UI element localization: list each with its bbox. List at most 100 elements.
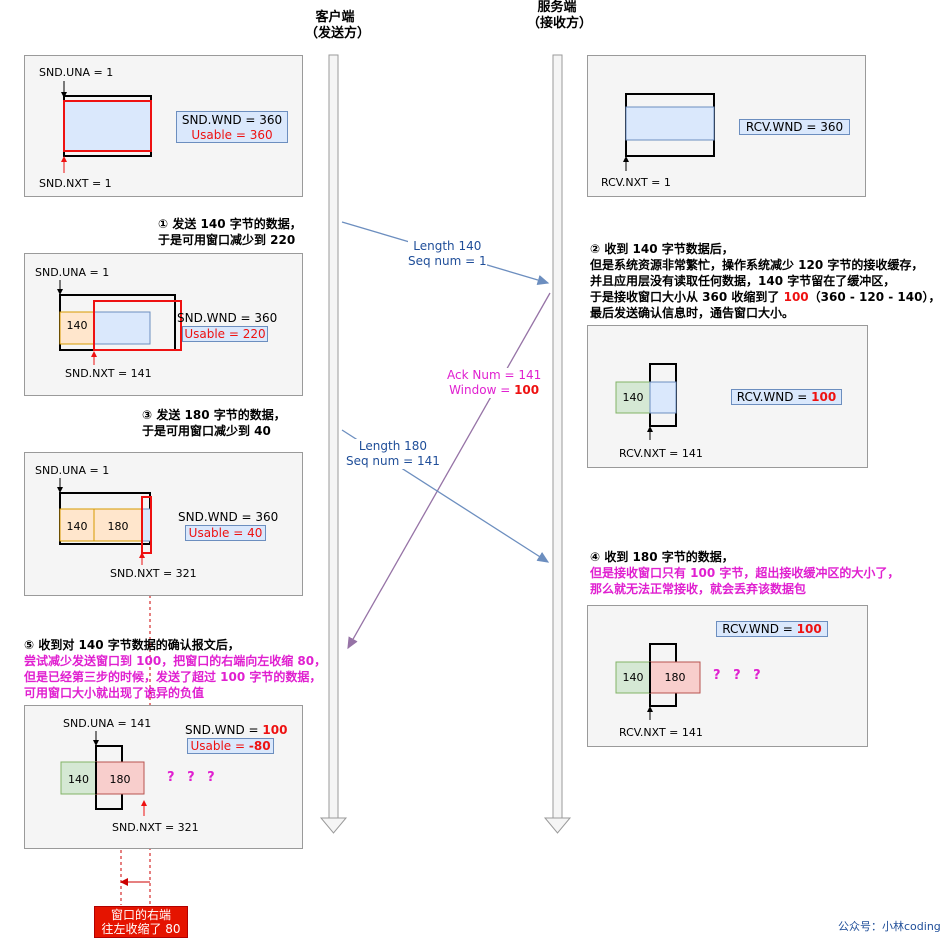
ack-window-line: Window = 100 [447,383,541,398]
step-2-line-2: 但是系统资源非常繁忙，操作系统减少 120 字节的接收缓存， [590,258,924,272]
snd-wnd-value: 100 [262,723,288,737]
client-header: 客户端 （发送方） [305,10,371,42]
message-2-length: Length 180 [358,439,428,453]
usable-prefix: Usable = [190,739,249,753]
segment-140: 140 [68,773,89,786]
usable-value: Usable = 40 [185,525,266,541]
client-timeline [319,54,348,834]
rcv-wnd-value: RCV.WND = 360 [739,119,850,135]
client-panel-1: SND.UNA = 1 SND.NXT = 1 SND.WND = 360 Us… [24,55,303,197]
rcv-wnd-value: 100 [796,622,822,636]
snd-wnd-value: SND.WND = 360 [177,311,278,325]
receive-window-graphic [615,363,677,440]
rcv-nxt-label: RCV.NXT = 1 [601,176,671,189]
ack-window-prefix: Window = [449,383,515,397]
step-2-line-4-b: 100 [783,290,809,304]
question-marks: ? ? ? [167,770,219,785]
step-5-line-3: 但是已经第三步的时候，发送了超过 100 字节的数据， [24,670,322,684]
server-header-subtitle: （接收方） [527,16,593,31]
step-1-line-2: 于是可用窗口减少到 220 [158,233,296,247]
step-2-line-4-a: 于是接收窗口大小从 360 收缩到了 [590,290,784,304]
send-window-graphic [57,280,182,365]
client-header-subtitle: （发送方） [305,26,371,41]
message-1-label: Length 140 Seq num = 1 [408,239,487,269]
rcv-wnd-badge: RCV.WND = 100 [716,621,828,637]
step-4-note: ④ 收到 180 字节的数据， 但是接收窗口只有 100 字节，超出接收缓冲区的… [590,549,899,597]
usable-value: -80 [248,739,271,753]
step-5-line-1: ⑤ 收到对 140 字节数据的确认报文后， [24,638,240,652]
segment-180: 180 [664,671,686,684]
watermark-text: 公众号：小林coding [838,920,941,933]
segment-180: 180 [107,520,129,533]
snd-wnd-value: SND.WND = 360 [178,510,279,524]
step-3-note: ③ 发送 180 字节的数据， 于是可用窗口减少到 40 [142,407,286,439]
step-1-note: ① 发送 140 字节的数据， 于是可用窗口减少到 220 [158,216,302,248]
segment-140: 140 [66,520,88,533]
step-2-line-4-c: （360 - 120 - 140）， [808,290,941,304]
step-5-line-4: 可用窗口大小就出现了诡异的负值 [24,686,205,700]
step-1-line-1: ① 发送 140 字节的数据， [158,217,302,231]
step-4-line-3: 那么就无法正常接收，就会丢弃该数据包 [590,582,807,596]
ack-arrow [347,292,551,650]
ack-window-value: 100 [514,383,540,397]
step-2-line-4: 于是接收窗口大小从 360 收缩到了 100（360 - 120 - 140）， [590,289,940,305]
snd-wnd-prefix: SND.WND = [185,723,263,737]
snd-una-label: SND.UNA = 1 [39,66,114,79]
step-4-line-1: ④ 收到 180 字节的数据， [590,550,734,564]
message-2-label: Length 180 Seq num = 141 [346,439,440,469]
snd-nxt-label: SND.NXT = 1 [39,177,112,190]
snd-nxt-label: SND.NXT = 321 [110,567,197,580]
step-2-line-1: ② 收到 140 字节数据后， [590,242,734,256]
send-window-graphic [60,731,147,816]
step-2-note: ② 收到 140 字节数据后， 但是系统资源非常繁忙，操作系统减少 120 字节… [590,241,940,321]
usable-value: Usable = 220 [182,326,268,342]
callout-line-1: 窗口的右端 [110,908,171,922]
snd-wnd-value: SND.WND = 360 [181,113,283,127]
step-3-line-2: 于是可用窗口减少到 40 [142,424,271,438]
snd-nxt-label: SND.NXT = 321 [112,821,199,834]
server-panel-1: RCV.NXT = 1 RCV.WND = 360 [587,55,866,197]
message-2-seq: Seq num = 141 [346,454,440,468]
step-5-line-2: 尝试减少发送窗口到 100，把窗口的右端向左收缩 80， [24,654,327,668]
server-panel-2: 140 RCV.NXT = 141 RCV.WND = 100 [587,325,868,468]
shrink-callout: 窗口的右端 往左收缩了 80 [94,906,188,938]
message-1-seq: Seq num = 1 [408,254,487,268]
snd-una-label: SND.UNA = 1 [35,464,110,477]
rcv-nxt-label: RCV.NXT = 141 [619,726,703,739]
snd-nxt-label: SND.NXT = 141 [65,367,152,380]
callout-line-2: 往左收缩了 80 [101,922,181,936]
step-5-note: ⑤ 收到对 140 字节数据的确认报文后， 尝试减少发送窗口到 100，把窗口的… [24,637,326,701]
rcv-wnd-badge: RCV.WND = 100 [731,389,842,405]
client-panel-3: SND.UNA = 1 140 180 SND.NXT = 321 SND.WN… [24,452,303,596]
segment-180: 180 [109,773,131,786]
segment-140: 140 [622,391,644,404]
server-timeline [543,54,572,834]
segment-140: 140 [66,319,88,332]
message-1-length: Length 140 [413,239,482,253]
snd-wnd-line: SND.WND = 100 [185,723,287,738]
rcv-wnd-prefix: RCV.WND = [722,622,797,636]
step-2-line-5: 最后发送确认信息时，通告窗口大小。 [590,306,795,320]
server-header-title: 服务端 [537,0,577,15]
client-header-title: 客户端 [315,10,355,25]
segment-140: 140 [622,671,644,684]
window-info-badge: SND.WND = 360 Usable = 360 [176,111,288,143]
rcv-wnd-prefix: RCV.WND = [736,390,812,404]
snd-una-label: SND.UNA = 1 [35,266,110,279]
server-panel-3: 140 180 ? ? ? RCV.NXT = 141 RCV.WND = 10… [587,605,868,747]
step-3-line-1: ③ 发送 180 字节的数据， [142,408,286,422]
snd-una-label: SND.UNA = 141 [63,717,152,730]
usable-value: Usable = 360 [191,128,273,142]
client-panel-2: SND.UNA = 1 140 SND.NXT = 141 SND.WND = … [24,253,303,396]
question-marks: ? ? ? [713,668,765,683]
rcv-nxt-label: RCV.NXT = 141 [619,447,703,460]
send-window-graphic [57,478,152,565]
step-4-line-2: 但是接收窗口只有 100 字节，超出接收缓冲区的大小了， [590,566,900,580]
send-window-graphic [61,81,152,173]
client-panel-4: SND.UNA = 141 140 180 ? ? ? SND.NXT = 32… [24,705,303,849]
usable-badge: Usable = -80 [187,738,274,754]
receive-window-graphic [623,93,715,171]
ack-num: Ack Num = 141 [447,368,542,382]
